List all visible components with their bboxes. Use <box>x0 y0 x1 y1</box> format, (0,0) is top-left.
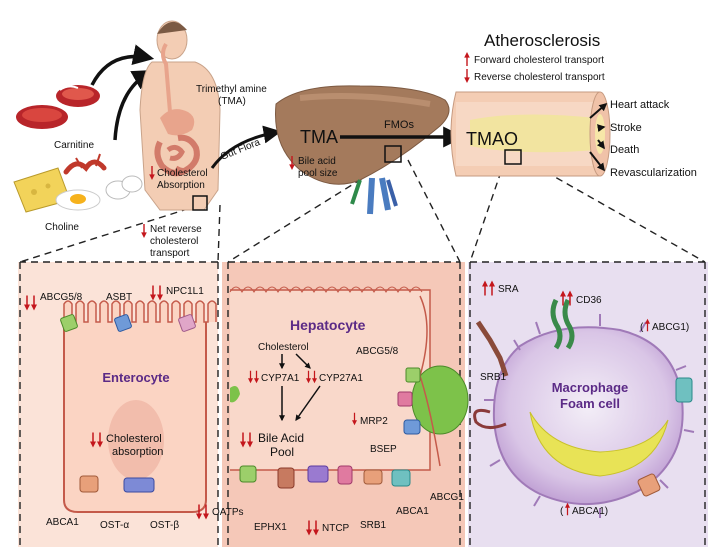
hep-mrp2-label: MRP2 <box>360 416 388 427</box>
ent-asbt-label: ASBT <box>106 292 132 303</box>
legend-reverse-arrow <box>464 69 470 83</box>
ent-chol-label-1: Cholesterol <box>106 433 162 445</box>
outcome-death: Death <box>610 144 639 156</box>
hep-abcg1-label: ABCG1 <box>430 492 464 503</box>
legend-forward-arrow <box>464 52 470 66</box>
macrophage-title-1: Macrophage <box>552 380 629 395</box>
hep-ntcp-label: NTCP <box>322 523 350 534</box>
hepatocyte-title: Hepatocyte <box>290 317 366 333</box>
outcome-revascularization: Revascularization <box>610 167 697 179</box>
carnitine-label: Carnitine <box>54 140 94 151</box>
tma-label-1: Trimethyl amine <box>196 84 267 95</box>
chol-absorption-label-1: Cholesterol <box>157 168 208 179</box>
gut-flora-arrow <box>210 125 282 169</box>
net-reverse-label-2: cholesterol <box>150 236 198 247</box>
choline-arrow <box>113 69 154 141</box>
legend-forward-label: Forward cholesterol transport <box>474 55 604 66</box>
net-reverse-label-3: transport <box>150 248 190 259</box>
gut-flora-label: Gut Flora <box>219 137 262 163</box>
zoom-lines <box>19 159 706 545</box>
hep-pool-label-2: Pool <box>270 445 294 459</box>
liver-zoom-box <box>384 145 402 163</box>
enterocyte-cell <box>60 300 217 513</box>
hep-abca1-label: ABCA1 <box>396 506 429 517</box>
mac-abca1-open-paren: ( <box>560 506 564 517</box>
hep-abcg58-label: ABCG5/8 <box>356 346 399 357</box>
tma-label-2: (TMA) <box>218 96 246 107</box>
tma-node-label: TMA <box>300 127 338 147</box>
title: Atherosclerosis <box>484 31 600 50</box>
net-reverse-label-1: Net reverse <box>150 224 202 235</box>
ent-npc1l1-label: NPC1L1 <box>166 286 204 297</box>
macrophage-cell <box>473 298 695 518</box>
carnitine-arrow <box>90 44 155 86</box>
outcome-arrows <box>589 102 608 172</box>
hep-cyp7a1-label: CYP7A1 <box>261 373 300 384</box>
artery-illustration <box>450 91 611 177</box>
outcome-heart-attack: Heart attack <box>610 99 670 111</box>
choline-label: Choline <box>45 222 79 233</box>
mac-abcg1-open-paren: ( <box>640 322 644 333</box>
ent-abcg58-label: ABCG5/8 <box>40 292 83 303</box>
hep-bsep-label: BSEP <box>370 444 397 455</box>
intestine-zoom-box <box>192 195 208 211</box>
hep-pathway-arrows <box>279 353 321 422</box>
fmos-label: FMOs <box>384 119 414 131</box>
hep-cholesterol-label: Cholesterol <box>258 342 309 353</box>
mac-abcg1-label: ABCG1) <box>652 322 689 333</box>
hep-ephx1-label: EPHX1 <box>254 522 287 533</box>
legend-reverse-label: Reverse cholesterol transport <box>474 72 605 83</box>
hep-oatps-label: OATPs <box>212 507 243 518</box>
enterocyte-title: Enterocyte <box>102 370 169 385</box>
hep-pool-label-1: Bile Acid <box>258 431 304 445</box>
ent-chol-label-2: absorption <box>112 446 163 458</box>
choline-foods-illustration <box>13 153 143 213</box>
chol-absorption-label-2: Absorption <box>157 180 205 191</box>
ent-ost-a-label: OST-α <box>100 520 129 531</box>
bile-pool-label-2: pool size <box>298 168 338 179</box>
hep-cyp27a1-label: CYP27A1 <box>319 373 363 384</box>
mac-sra-label: SRA <box>498 284 519 295</box>
mac-srb1-label: SRB1 <box>480 372 507 383</box>
mac-cd36-label: CD36 <box>576 295 602 306</box>
bile-pool-label-1: Bile acid <box>298 156 336 167</box>
hep-srb1-label: SRB1 <box>360 520 387 531</box>
hepatocyte-cell <box>229 286 469 489</box>
ent-abca1-label: ABCA1 <box>46 517 79 528</box>
ent-ost-b-label: OST-β <box>150 520 179 531</box>
mac-abca1-label: ABCA1) <box>572 506 608 517</box>
outcome-stroke: Stroke <box>610 122 642 134</box>
tmao-node-label: TMAO <box>466 129 518 149</box>
liver-illustration <box>275 85 450 215</box>
net-reverse-down-arrow <box>141 224 147 238</box>
meat-illustration <box>16 85 100 129</box>
macrophage-title-2: Foam cell <box>560 396 620 411</box>
artery-zoom-box <box>504 149 522 165</box>
